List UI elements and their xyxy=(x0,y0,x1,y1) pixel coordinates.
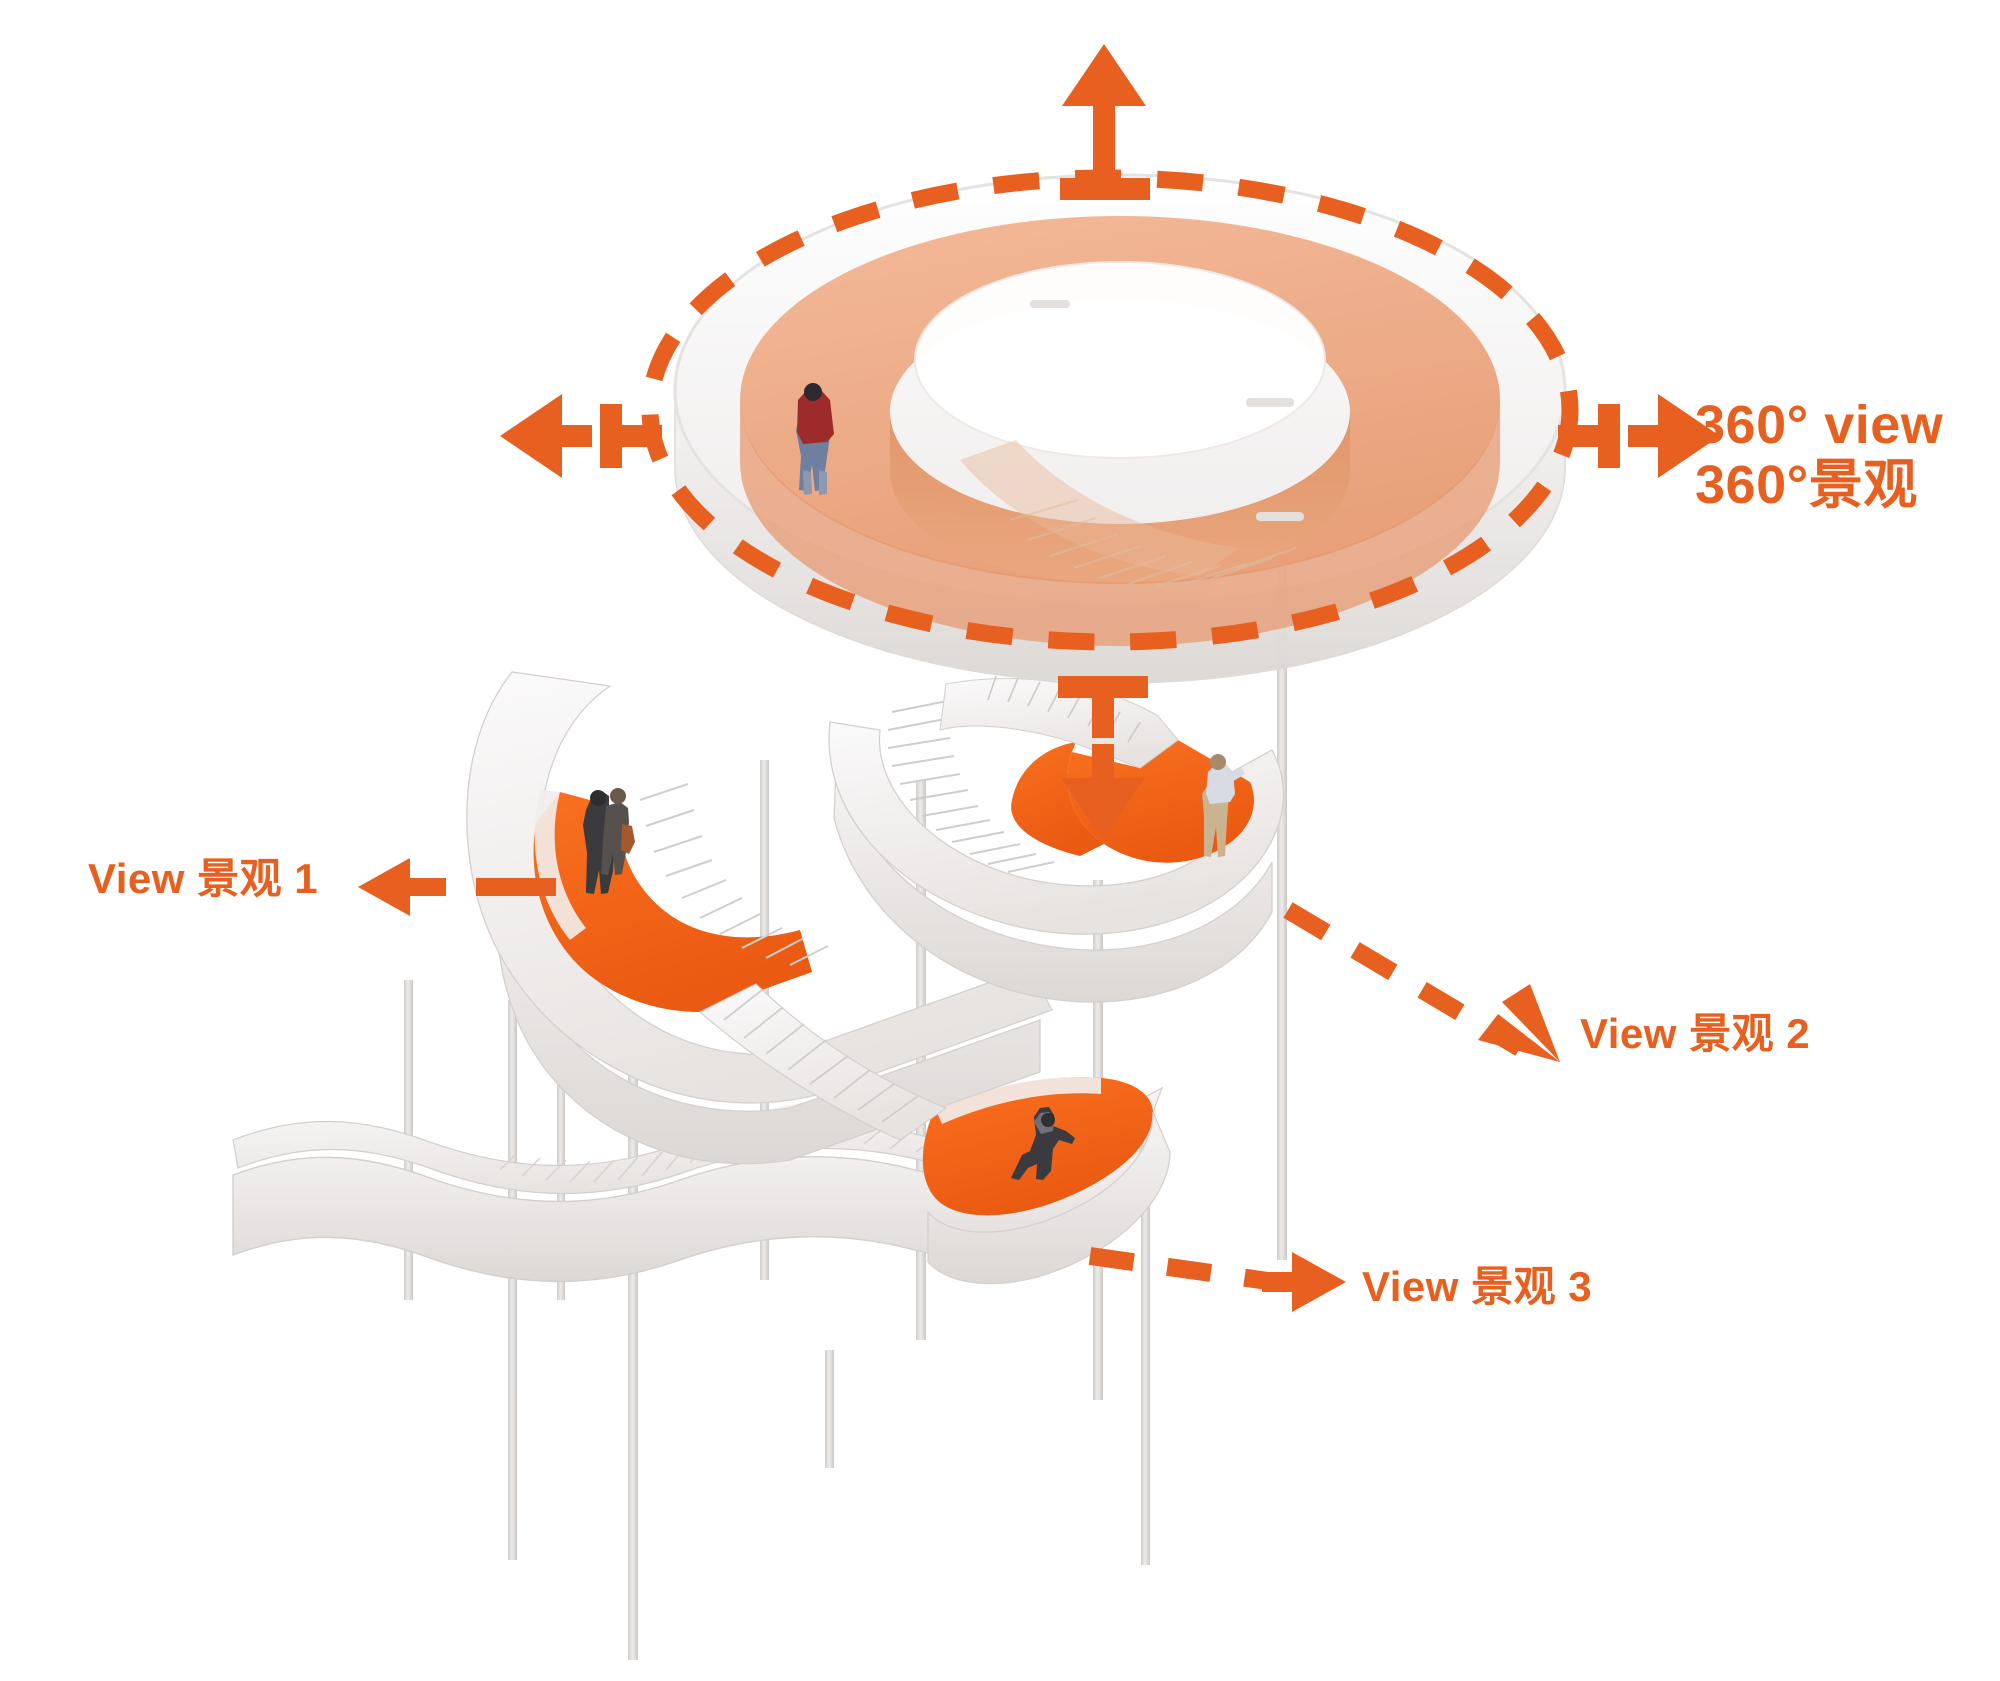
label-360-view: 360° view 360°景观 xyxy=(1695,395,1943,516)
view3-leader xyxy=(1088,1247,1346,1312)
view1-leader xyxy=(358,858,556,916)
label-360-view-line2: 360°景观 xyxy=(1695,455,1918,516)
view360-arrow-up xyxy=(1060,44,1150,200)
view3-orange-platform xyxy=(922,1077,1171,1285)
label-view-2: View 景观 2 xyxy=(1580,1010,1811,1057)
view360-arrow-left xyxy=(500,394,662,478)
mid-ramp-right-drum xyxy=(828,675,1285,1003)
label-view-3: View 景观 3 xyxy=(1362,1263,1593,1310)
figure-viewer-360 xyxy=(796,383,834,495)
view360-arrow-right xyxy=(1558,394,1720,478)
figure-viewer-1 xyxy=(583,788,635,894)
view360-arrow-down xyxy=(1058,676,1148,840)
label-view-1: View 景观 1 xyxy=(88,855,319,902)
view2-leader xyxy=(1283,902,1560,1062)
figure-viewer-2 xyxy=(1202,754,1245,857)
mid-ramp-left-arm xyxy=(466,671,1053,1165)
label-360-view-line1: 360° view xyxy=(1695,395,1944,455)
figure-viewer-3 xyxy=(1011,1107,1075,1180)
